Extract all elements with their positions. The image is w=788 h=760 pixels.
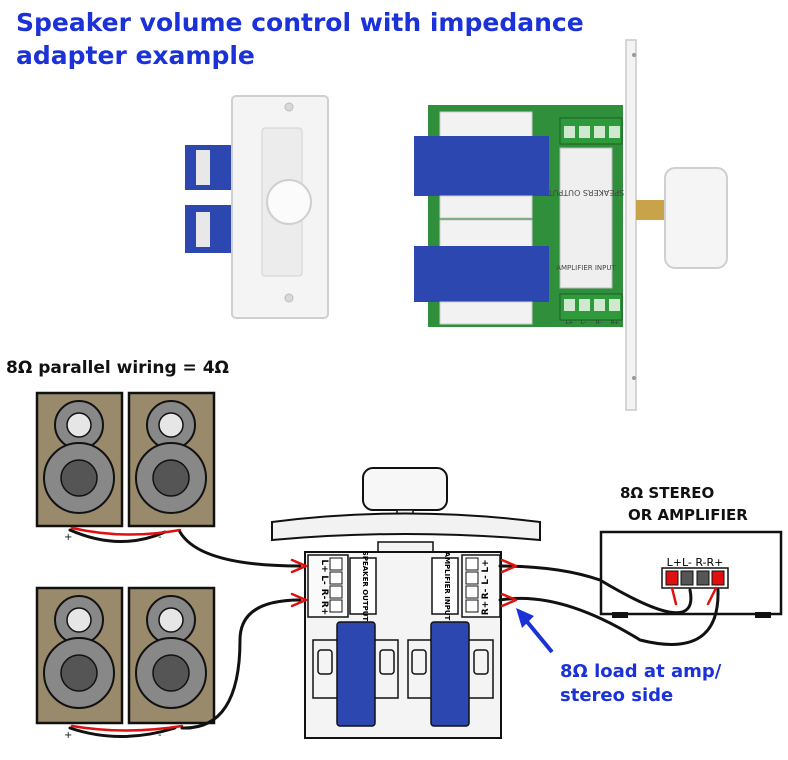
- svg-text:+: +: [64, 532, 72, 543]
- speaker-bottom-right: [127, 586, 216, 725]
- module-knob: [664, 167, 728, 269]
- control-transformer-right: [430, 621, 470, 727]
- plate-transformer-bottom: [185, 205, 240, 253]
- wire-control-to-amp-right: [498, 588, 720, 646]
- wire-top-speakers-red: [70, 526, 182, 536]
- control-speaker-output-label: SPEAKER OUTPUT: [361, 551, 369, 622]
- module-terminal-bottom-r-plus: R+: [611, 320, 619, 326]
- control-knob: [362, 467, 448, 511]
- parallel-wiring-label: 8Ω parallel wiring = 4Ω: [6, 358, 230, 378]
- wall-plate-photo: [185, 95, 329, 319]
- module-terminal-bottom-l-plus: L+: [566, 320, 573, 326]
- plate-screw-bottom: [284, 293, 294, 303]
- control-faceplate: [271, 512, 541, 542]
- control-left-terminal-l-minus: L-: [319, 575, 329, 585]
- control-right-terminal-l-plus: L+: [481, 559, 491, 572]
- module-terminal-bottom: [559, 293, 623, 321]
- wire-top-speakers-black: [68, 528, 167, 544]
- plate-transformer-top: [185, 145, 240, 190]
- module-shaft: [636, 200, 666, 220]
- svg-text:+: +: [64, 730, 72, 741]
- module-label-panel: [559, 147, 613, 289]
- control-transformer-left: [336, 621, 376, 727]
- load-label: 8Ω load at amp/ stereo side: [560, 660, 721, 708]
- module-photo: SPEAKERS OUTPUT AMPLIFIER INPUT L+ L- R-…: [414, 39, 728, 411]
- wiring: + - + -: [64, 526, 720, 741]
- svg-text:-: -: [158, 532, 162, 543]
- control-left-terminal-r-plus: R+: [319, 601, 329, 615]
- plate-screw-top: [284, 102, 294, 112]
- module-amplifier-input-label: AMPLIFIER INPUT: [556, 264, 616, 272]
- wire-top-to-control: [178, 530, 302, 568]
- wire-bottom-speakers-black: [68, 726, 177, 738]
- speaker-top-right: [127, 391, 216, 528]
- amplifier-terminal-labels: L+L- R-R+: [667, 556, 724, 569]
- load-label-line-2: stereo side: [560, 685, 674, 706]
- title-line-2: adapter example: [16, 41, 255, 70]
- svg-text:-: -: [158, 730, 162, 741]
- amplifier-title-line-1: 8Ω STEREO: [620, 484, 715, 502]
- title-line-1: Speaker volume control with impedance: [16, 8, 584, 37]
- load-arrow: [516, 608, 554, 654]
- diagram-title: Speaker volume control with impedance ad…: [16, 6, 656, 72]
- module-speakers-output-label: SPEAKERS OUTPUT: [548, 188, 625, 197]
- volume-control-drawing: L+ L- R- R+ SPEAKER OUTPUT AMPLIFIER INP…: [271, 467, 541, 739]
- control-right-terminal-r-minus: R-: [481, 588, 491, 599]
- module-terminal-top: [559, 117, 623, 145]
- wire-control-to-amp-left: [498, 564, 693, 615]
- module-terminal-bottom-l-minus: L-: [581, 320, 586, 326]
- module-transformer-bottom: [414, 246, 549, 302]
- module-plate-edge: [625, 39, 637, 411]
- amplifier-title-line-2: OR AMPLIFIER: [628, 506, 748, 524]
- control-right-terminal-r-plus: R+: [481, 601, 491, 615]
- load-label-line-1: 8Ω load at amp/: [560, 661, 722, 682]
- module-terminal-bottom-r-minus: R-: [596, 320, 601, 326]
- module-transformer-top: [414, 136, 549, 196]
- wire-bottom-to-control: [180, 598, 302, 730]
- control-amplifier-input-label: AMPLIFIER INPUT: [443, 552, 451, 621]
- speaker-top-left: [35, 391, 124, 528]
- plate-knob: [266, 179, 312, 225]
- control-left-terminal-l-plus: L+: [319, 559, 329, 572]
- wire-bottom-speakers-red: [70, 724, 184, 732]
- control-right-terminal-l-minus: L-: [481, 575, 491, 585]
- speaker-bottom-left: [35, 586, 124, 725]
- control-left-terminal-r-minus: R-: [319, 589, 329, 600]
